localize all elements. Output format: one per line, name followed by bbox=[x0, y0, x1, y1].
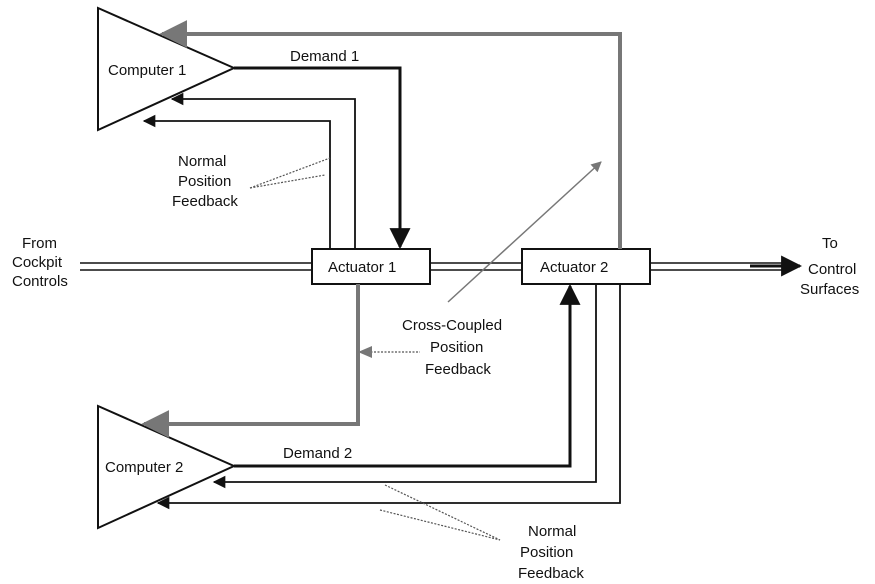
normal-feedback-bottom-line2: Position bbox=[520, 544, 573, 561]
cross-coupled-line2: Position bbox=[430, 339, 483, 356]
input-label-line2: Cockpit bbox=[12, 254, 63, 271]
cross-coupled-lower-arrowhead bbox=[358, 346, 372, 358]
feedback-act2-to-comp2-b bbox=[156, 284, 621, 510]
output-label-line3: Surfaces bbox=[800, 281, 859, 298]
annotation-leaders bbox=[249, 157, 501, 541]
actuator-1-block bbox=[311, 248, 431, 285]
normal-feedback-top-line3: Feedback bbox=[172, 193, 238, 210]
cross-coupled-line3: Feedback bbox=[425, 361, 491, 378]
input-label-line3: Controls bbox=[12, 273, 68, 290]
actuator-2-label: Actuator 2 bbox=[540, 259, 608, 276]
demand-2-label: Demand 2 bbox=[283, 445, 352, 462]
normal-feedback-bottom-line1: Normal bbox=[528, 523, 576, 540]
demand-1-line bbox=[234, 66, 411, 250]
computer-2-label: Computer 2 bbox=[105, 459, 183, 476]
control-shaft bbox=[80, 255, 803, 277]
normal-feedback-top-line2: Position bbox=[178, 173, 231, 190]
cross-coupled-pointer bbox=[447, 161, 602, 303]
normal-feedback-bottom-line3: Feedback bbox=[518, 565, 584, 582]
demand-1-label: Demand 1 bbox=[290, 48, 359, 65]
cross-coupled-line1: Cross-Coupled bbox=[402, 317, 502, 334]
cross-feedback-act2-to-comp1 bbox=[159, 20, 622, 249]
normal-feedback-top-line1: Normal bbox=[178, 153, 226, 170]
actuator-1-label: Actuator 1 bbox=[328, 259, 396, 276]
leader-normal-top-a bbox=[249, 157, 331, 189]
computer-1-label: Computer 1 bbox=[108, 62, 186, 79]
leader-normal-bottom-b bbox=[384, 484, 501, 541]
output-label-line1: To bbox=[822, 235, 838, 252]
cross-feedback-act1-to-comp2 bbox=[141, 284, 360, 438]
leader-normal-bottom-a bbox=[379, 509, 501, 541]
feedback-act1-to-comp1-b bbox=[142, 114, 331, 249]
actuator-2-block bbox=[521, 248, 651, 285]
feedback-act1-to-comp1-a bbox=[170, 92, 356, 249]
feedback-act2-to-comp2-a bbox=[212, 284, 597, 489]
leader-normal-top-b bbox=[249, 174, 326, 189]
output-label-line2: Control bbox=[808, 261, 856, 278]
input-label-line1: From bbox=[22, 235, 57, 252]
demand-2-line bbox=[234, 283, 581, 468]
